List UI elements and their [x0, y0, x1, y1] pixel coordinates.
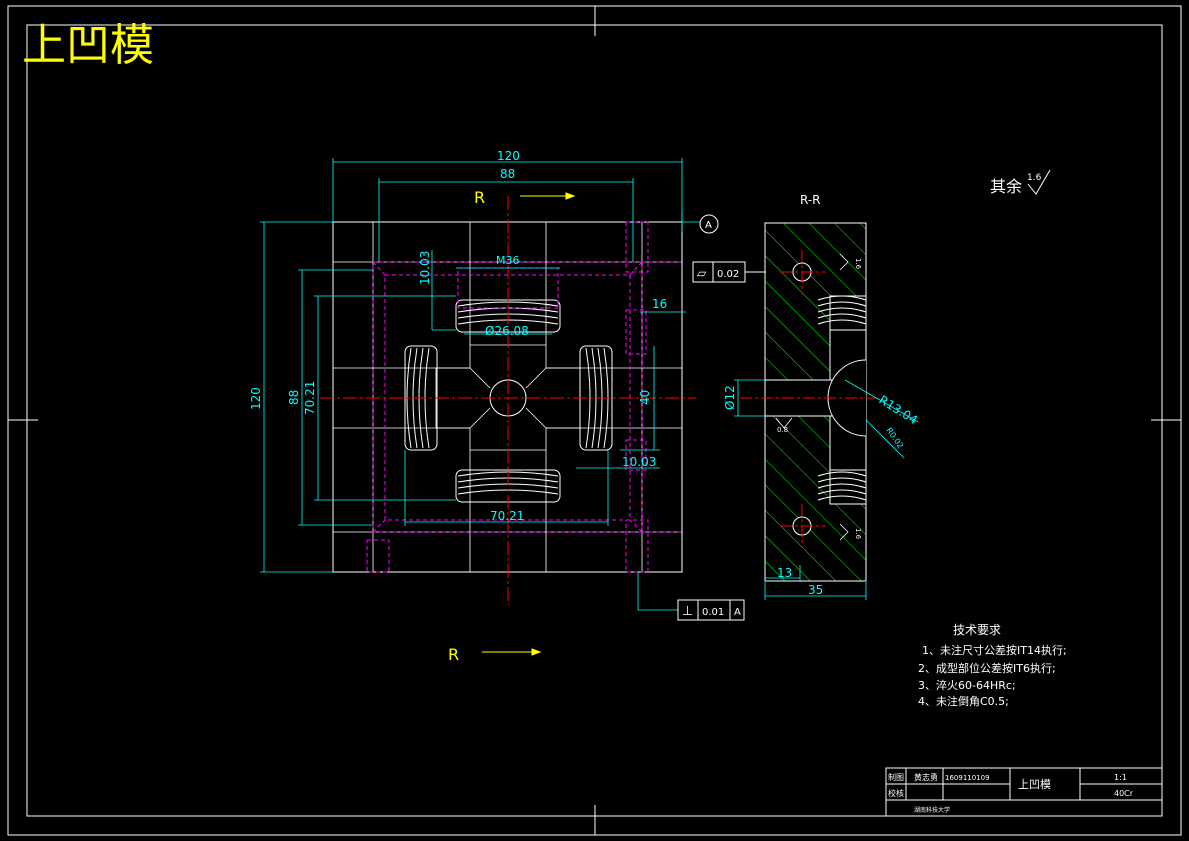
title-block: 制图 校核 黄志勇 1609110109 上凹模 1:1 40Cr 湖南科技大学 — [885, 767, 1163, 817]
datum-bubble — [699, 214, 719, 234]
drawing-title: 上凹模 — [22, 20, 154, 71]
flatness-value: 0.02 — [717, 269, 739, 280]
requirement-item: 4、未注倒角C0.5; — [918, 694, 1009, 708]
flatness-symbol: ▱ — [697, 266, 707, 280]
dim-7021-height: 70.21 — [303, 381, 317, 415]
dim-13: 13 — [777, 566, 792, 580]
datum-label: A — [705, 220, 712, 231]
title-block-drawn-label: 制图 — [888, 772, 904, 782]
requirement-item: 1、未注尺寸公差按IT14执行; — [922, 643, 1067, 657]
surface-finish-label: 其余 — [990, 177, 1022, 196]
title-block-school: 湖南科技大学 — [914, 806, 950, 814]
flatness-frame — [692, 261, 766, 283]
section-arrows — [482, 192, 576, 656]
dim-40: 40 — [638, 390, 652, 405]
section-center-lines — [740, 250, 880, 548]
roughness-marks — [775, 253, 849, 541]
dim-r-small: R0.02 — [884, 426, 905, 450]
dim-35: 35 — [808, 583, 823, 597]
hidden-lines — [366, 221, 682, 573]
section-view: R-R Ø12 R13.04 R0.02 13 35 1.6 1.6 0.8 — [723, 193, 920, 600]
ra-side-upper: 1.6 — [854, 258, 862, 270]
main-view: A ⊥ 0.01 A 120 88 120 88 70.21 70.21 M36… — [249, 149, 766, 664]
title-block-checked-label: 校核 — [888, 788, 904, 798]
outer-frame — [7, 5, 1182, 836]
requirements-heading: 技术要求 — [953, 623, 1001, 637]
section-cut-upper — [829, 295, 867, 331]
dim-120-height: 120 — [249, 387, 263, 410]
perp-symbol: ⊥ — [682, 604, 693, 619]
title-block-part-name: 上凹模 — [1018, 778, 1051, 791]
section-marker-bottom: R — [448, 645, 459, 664]
dim-1003-vertical: 10.03 — [418, 251, 432, 285]
dim-dia-12: Ø12 — [723, 385, 737, 410]
perpendicularity-frame — [677, 599, 745, 621]
dim-7021-width: 70.21 — [490, 509, 524, 523]
surface-finish-icon — [1027, 169, 1051, 195]
dim-120-width: 120 — [497, 149, 520, 163]
surface-finish: 其余 1.6 — [990, 169, 1051, 196]
perp-value: 0.01 — [702, 607, 724, 618]
ra-side-lower: 1.6 — [854, 528, 862, 540]
section-marker-top: R — [474, 188, 485, 207]
technical-requirements: 技术要求 1、未注尺寸公差按IT14执行; 2、成型部位公差按IT6执行; 3、… — [918, 623, 1067, 708]
title-block-student-id: 1609110109 — [945, 774, 990, 782]
dim-88-width: 88 — [500, 167, 515, 181]
perp-datum: A — [734, 607, 741, 618]
title-block-drawer: 黄志勇 — [914, 772, 938, 782]
dimension-lines — [260, 158, 700, 611]
requirement-item: 2、成型部位公差按IT6执行; — [918, 661, 1056, 675]
frame-ticks — [8, 6, 1181, 835]
center-lines — [320, 196, 696, 605]
title-block-scale: 1:1 — [1114, 773, 1127, 782]
dim-16: 16 — [652, 297, 667, 311]
section-view-label: R-R — [800, 193, 821, 207]
dim-88-height: 88 — [287, 390, 301, 405]
dim-r1304: R13.04 — [876, 393, 920, 428]
surface-finish-ra: 1.6 — [1027, 173, 1042, 183]
section-threads — [817, 295, 867, 501]
ra-small: 0.8 — [777, 426, 788, 434]
dim-dia-2608: Ø26.08 — [485, 324, 529, 338]
section-dimension-lines — [734, 379, 919, 600]
requirement-item: 3、淬火60-64HRc; — [918, 678, 1016, 692]
title-block-material: 40Cr — [1114, 789, 1134, 798]
dim-m36: M36 — [496, 254, 520, 267]
dim-1003-horizontal: 10.03 — [622, 455, 656, 469]
